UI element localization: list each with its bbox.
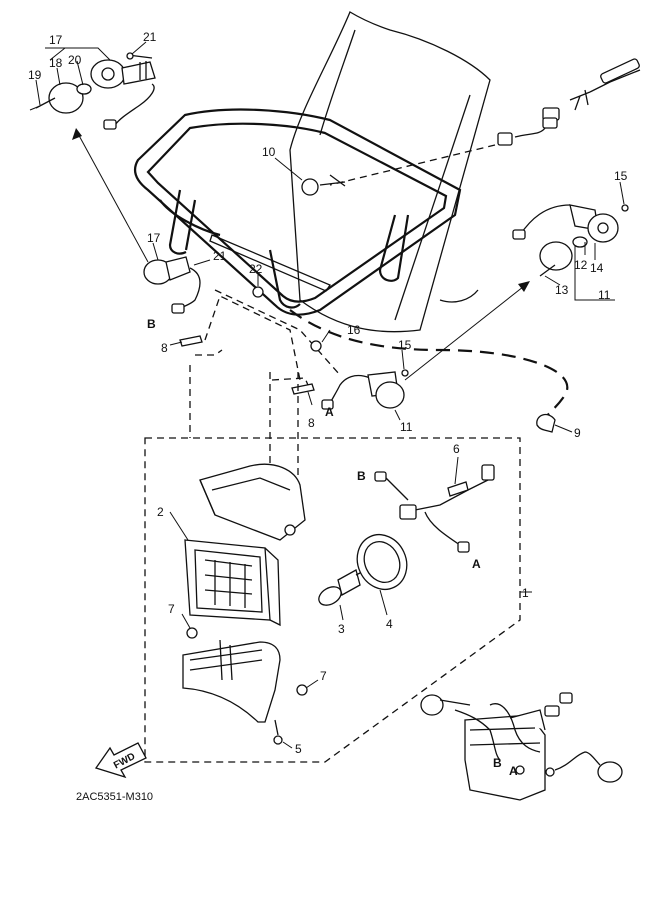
callout-12: 12 <box>574 258 588 272</box>
part-2-headlight-unit: 2 <box>157 505 281 627</box>
harness-routing-line <box>289 309 569 421</box>
callout-16: 16 <box>347 323 361 337</box>
callout-15: 15 <box>398 338 412 352</box>
connector-b-lower: B <box>357 469 366 483</box>
callout-19: 19 <box>28 68 42 82</box>
callout-11: 11 <box>400 420 413 434</box>
callout-17: 17 <box>147 231 161 245</box>
callout-7-left: 7 <box>168 602 175 616</box>
headlight-assembly-outline: 1 <box>144 365 532 763</box>
diagram-code: 2AC5351-M310 <box>76 791 153 803</box>
callout-9: 9 <box>574 426 581 440</box>
callout-21: 21 <box>213 249 227 263</box>
callout-3: 3 <box>338 622 345 636</box>
switch-harness <box>329 58 641 186</box>
headlight-bracket: 22 16 8 8 <box>161 262 361 430</box>
callout-1: 1 <box>522 586 529 600</box>
callout-13: 13 <box>555 283 569 297</box>
connector-a-upper: A <box>325 405 334 419</box>
callout-20: 20 <box>68 53 82 67</box>
callout-18: 18 <box>49 56 63 70</box>
part-10-grommet: 10 <box>262 145 303 181</box>
callout-4: 4 <box>386 617 393 631</box>
callout-8-right: 8 <box>308 416 315 430</box>
callout-8-left: 8 <box>161 341 168 355</box>
callout-17-top: 17 <box>49 33 63 47</box>
windshield <box>289 11 491 333</box>
part-6-sub-wire-harness: 6 B A <box>357 442 495 571</box>
turn-signal-left: 17 21 B <box>143 231 227 331</box>
turn-signal-exploded-left: 17 21 19 18 20 <box>28 30 157 130</box>
inset-connector-b: B <box>493 756 502 770</box>
part-9-clamp: 9 <box>536 413 581 440</box>
callout-5: 5 <box>295 742 302 756</box>
callout-10: 10 <box>262 145 276 159</box>
arrow-to-right-exploded <box>404 281 530 381</box>
callout-14: 14 <box>590 261 604 275</box>
fwd-arrow: FWD <box>94 742 147 779</box>
headlight-lower-cover: 7 7 5 <box>168 602 327 756</box>
connector-a-lower: A <box>472 557 481 571</box>
headlight-guard <box>134 108 462 316</box>
callout-2: 2 <box>157 505 164 519</box>
turn-signal-exploded-right: 15 12 14 13 11 <box>512 169 629 302</box>
callout-22: 22 <box>249 262 263 276</box>
callout-11-top: 11 <box>598 288 611 302</box>
headlight-housing <box>199 463 306 541</box>
part-3-bulb: 3 <box>318 569 363 636</box>
inset-connector-a: A <box>509 764 518 778</box>
callout-21-top: 21 <box>143 30 157 44</box>
part-4-socket-cover: 4 <box>356 534 408 631</box>
turn-signal-right: 15 11 A <box>321 338 413 434</box>
connector-b-upper: B <box>147 317 156 331</box>
callout-7-right: 7 <box>320 669 327 683</box>
arrow-to-left-exploded <box>72 128 149 263</box>
assembled-inset: B A <box>420 692 623 801</box>
callout-15-top: 15 <box>614 169 628 183</box>
callout-6: 6 <box>453 442 460 456</box>
